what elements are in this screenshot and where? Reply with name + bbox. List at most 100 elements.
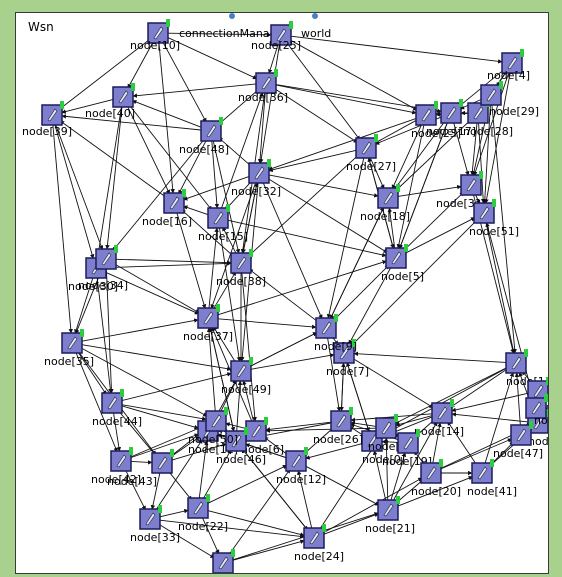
sensor-node-26[interactable]: node[26] xyxy=(313,407,363,446)
node-label: node[26] xyxy=(313,433,363,446)
sensor-node-39[interactable]: node[39] xyxy=(22,101,72,138)
connection-edge xyxy=(236,380,243,432)
sensor-node-13[interactable]: node[13] xyxy=(525,394,548,427)
connection-edge xyxy=(167,32,272,38)
connection-edge xyxy=(262,182,323,320)
sensor-node-7[interactable]: node[7] xyxy=(326,339,369,378)
connection-edge xyxy=(391,123,423,190)
sensor-node-15[interactable]: node[15] xyxy=(198,204,248,243)
sensor-node-25[interactable]: node[25] xyxy=(251,21,301,52)
antenna-icon xyxy=(404,244,408,252)
sensor-node-43[interactable]: node[43] xyxy=(107,449,174,488)
sensor-node-40[interactable]: node[40] xyxy=(85,83,135,120)
node-label: node[51] xyxy=(469,225,519,238)
sensor-node-41[interactable]: node[41] xyxy=(467,459,517,498)
sensor-node-48[interactable]: node[48] xyxy=(179,117,229,156)
sensor-node-34[interactable]: node[34] xyxy=(78,245,128,292)
antenna-icon xyxy=(352,339,356,347)
node-label: node[38] xyxy=(216,275,266,288)
sensor-icon xyxy=(477,466,488,480)
connection-edge xyxy=(241,448,309,531)
node-label: node[34] xyxy=(78,279,128,292)
sensor-node-35[interactable]: node[35] xyxy=(44,329,94,368)
connection-edge xyxy=(451,412,529,423)
sensor-node-19[interactable]: node[19] xyxy=(382,429,432,468)
antenna-icon xyxy=(267,159,271,167)
sensor-node-10[interactable]: node[10] xyxy=(130,19,180,52)
sensor-node-12[interactable]: node[12] xyxy=(276,447,326,486)
sensor-node-44[interactable]: node[44] xyxy=(92,389,142,428)
sensor-node-38[interactable]: node[38] xyxy=(216,249,266,288)
connection-edge xyxy=(105,106,123,250)
connection-edge xyxy=(384,437,389,501)
sensor-node-5[interactable]: node[5] xyxy=(381,244,424,283)
sensor-node-23[interactable]: node[23] xyxy=(411,101,461,140)
antenna-icon xyxy=(459,99,463,107)
sensor-node-50[interactable]: node[50] xyxy=(188,407,238,446)
sensor-node-18[interactable]: node[18] xyxy=(360,184,410,223)
sensor-icon xyxy=(437,406,448,420)
sensor-node-20[interactable]: node[20] xyxy=(411,459,461,498)
sensor-node-16[interactable]: node[16] xyxy=(142,189,192,228)
sensor-node-49[interactable]: node[49] xyxy=(221,357,271,396)
connection-edge xyxy=(404,217,476,254)
sensor-node-24[interactable]: node[24] xyxy=(294,524,344,563)
connection-edge xyxy=(201,516,220,555)
sensor-node-45[interactable]: node[45] xyxy=(196,549,246,573)
connection-edge xyxy=(242,182,259,254)
connection-edge xyxy=(372,450,387,501)
sensor-node-42[interactable]: node[42] xyxy=(91,447,141,486)
sensor-icon xyxy=(446,106,457,120)
node-label: node[29] xyxy=(489,105,539,118)
antenna-icon xyxy=(394,414,398,422)
connection-edge xyxy=(166,36,258,80)
connection-edge xyxy=(121,372,232,402)
sensor-node-4[interactable]: node[4] xyxy=(487,49,530,82)
antenna-icon xyxy=(396,184,400,192)
connection-edge xyxy=(303,427,334,455)
antenna-icon xyxy=(434,101,438,109)
sensor-node-14[interactable]: node[14] xyxy=(414,399,464,438)
sensor-node-28[interactable]: node[28] xyxy=(463,99,513,138)
sensor-node-6[interactable]: node[6] xyxy=(241,417,284,456)
sensor-node-47[interactable]: node[47] xyxy=(493,421,543,460)
connection-edge xyxy=(158,42,175,194)
connection-edge xyxy=(96,277,113,394)
connection-edge xyxy=(232,539,305,561)
world-icon[interactable] xyxy=(312,13,318,19)
connection-edge xyxy=(350,219,478,347)
sensor-node-29[interactable]: node[29] xyxy=(480,81,539,118)
connection-edge xyxy=(162,41,207,123)
sensor-icon xyxy=(236,364,247,378)
sensor-node-33[interactable]: node[33] xyxy=(130,505,180,544)
sensor-node-17[interactable]: node[17] xyxy=(426,99,476,138)
connection-edge xyxy=(159,508,189,518)
antenna-icon xyxy=(80,329,84,337)
sensor-node-46[interactable]: node[46] xyxy=(216,427,266,466)
sensor-node-27[interactable]: node[27] xyxy=(346,134,396,173)
connection-edge xyxy=(447,420,477,465)
node-label: node[44] xyxy=(92,415,142,428)
sensor-node-32[interactable]: node[32] xyxy=(231,159,281,198)
sensor-node-37[interactable]: node[37] xyxy=(183,304,233,343)
sensor-node-21[interactable]: node[21] xyxy=(365,496,415,535)
connection-edge xyxy=(75,268,103,335)
sensor-icon xyxy=(473,106,484,120)
connection-edge xyxy=(394,367,508,424)
sensor-node-22[interactable]: node[22] xyxy=(178,494,228,533)
connection-edge xyxy=(397,476,474,507)
connection-edge xyxy=(392,421,438,502)
connection-edge xyxy=(496,71,507,88)
sensor-node-51[interactable]: node[51] xyxy=(469,199,519,238)
sensor-icon xyxy=(339,346,350,360)
sensor-node-9[interactable]: node[9] xyxy=(314,314,357,353)
connection-edge xyxy=(353,351,507,363)
connection-edge xyxy=(183,205,209,216)
antenna-icon xyxy=(374,134,378,142)
node-label: node[32] xyxy=(231,185,281,198)
node-label: node[4] xyxy=(487,69,530,82)
connection-manager-icon[interactable] xyxy=(229,13,235,19)
connection-edge xyxy=(348,266,392,345)
sensor-node-36[interactable]: node[36] xyxy=(238,69,288,104)
